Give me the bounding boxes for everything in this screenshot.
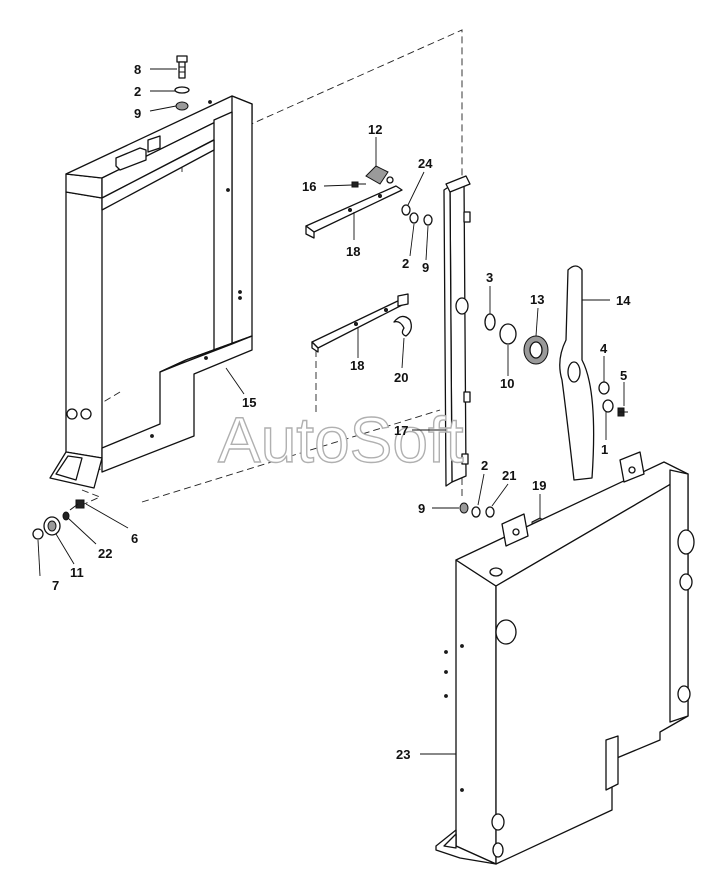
- rail-part-17: [443, 175, 471, 487]
- callout-15: 15: [242, 395, 256, 410]
- pulley-part-13: [523, 335, 549, 365]
- washer-part-21: [485, 506, 495, 518]
- callout-18: 18: [346, 244, 360, 259]
- callout-2: 2: [481, 458, 488, 473]
- callout-5: 5: [620, 368, 627, 383]
- bolt-part-6: [69, 499, 85, 511]
- bolt-part-5: [617, 407, 628, 417]
- callout-14: 14: [616, 293, 631, 308]
- callout-16: 16: [302, 179, 316, 194]
- callout-7: 7: [52, 578, 59, 593]
- callout-12: 12: [368, 122, 382, 137]
- shaft-boss: [455, 297, 469, 315]
- callout-10: 10: [500, 376, 514, 391]
- clip-part-20: [393, 315, 412, 337]
- washer-part-2-low: [471, 506, 481, 518]
- callout-3: 3: [486, 270, 493, 285]
- callout-17: 17: [394, 423, 408, 438]
- callout-9: 9: [418, 501, 425, 516]
- nut-part-1: [602, 399, 614, 413]
- shroud-frame-part-15: [49, 95, 253, 489]
- callout-8: 8: [134, 62, 141, 77]
- callout-23: 23: [396, 747, 410, 762]
- callout-9: 9: [422, 260, 429, 275]
- bearing-part-10: [499, 323, 517, 345]
- bushing-part-11: [43, 516, 61, 536]
- callout-4: 4: [600, 341, 608, 356]
- callout-18: 18: [350, 358, 364, 373]
- radiator-part-23: [435, 451, 695, 865]
- washer-part-2-mid: [409, 212, 419, 224]
- callout-1: 1: [601, 442, 608, 457]
- callout-21: 21: [502, 468, 516, 483]
- callout-9: 9: [134, 106, 141, 121]
- callout-19: 19: [532, 478, 546, 493]
- screw-part-16: [351, 181, 366, 188]
- bracket-part-18-lower: [311, 293, 409, 353]
- callout-20: 20: [394, 370, 408, 385]
- washer-part-2-top: [174, 86, 190, 94]
- watermark: AutoSoft: [218, 404, 464, 476]
- nut-part-7: [32, 528, 44, 540]
- fitting-part-12: [365, 165, 394, 185]
- nut-part-9-mid: [423, 214, 433, 226]
- callout-22: 22: [98, 546, 112, 561]
- fan-blade-part-14: [559, 265, 595, 481]
- callout-13: 13: [530, 292, 544, 307]
- bolt-part-8: [176, 55, 188, 79]
- bracket-part-18-upper: [305, 185, 403, 239]
- callout-11: 11: [70, 565, 84, 580]
- leader-lines: [37, 68, 625, 755]
- nut-part-9-low: [459, 502, 469, 514]
- washer-part-22: [62, 511, 70, 521]
- nut-part-9-top: [175, 101, 189, 111]
- callout-6: 6: [131, 531, 138, 546]
- callout-24: 24: [418, 156, 433, 171]
- callout-2: 2: [134, 84, 141, 99]
- washer-part-4: [598, 381, 610, 395]
- callout-2: 2: [402, 256, 409, 271]
- circlip-part-3: [484, 313, 496, 331]
- callout-labels: 8 2 9 12 24 16 18 2 9 3 13 14 4 5 10 18 …: [52, 62, 631, 762]
- washer-part-24: [401, 204, 411, 216]
